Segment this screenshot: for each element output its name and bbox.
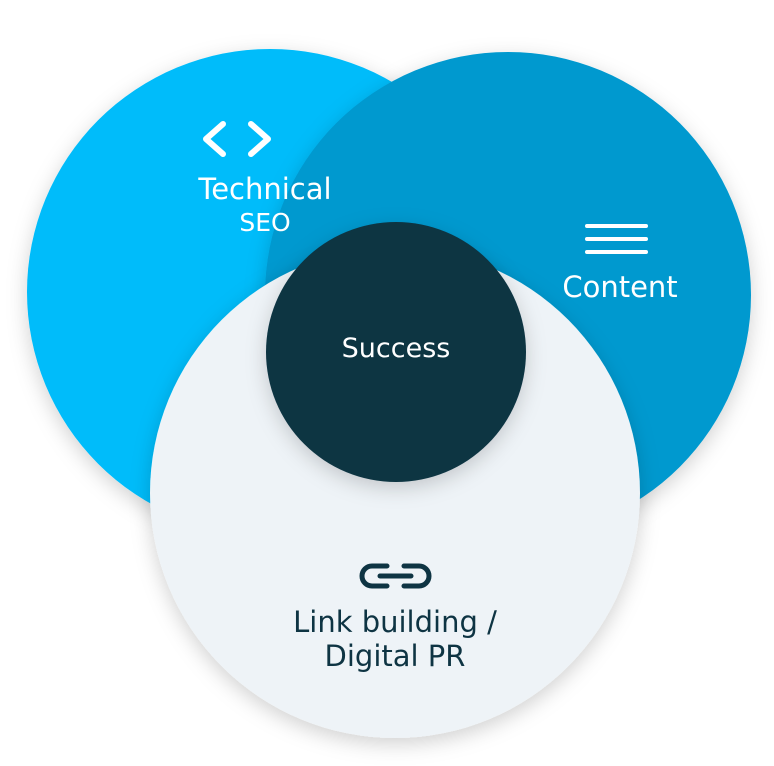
technical-seo-label-line2: SEO xyxy=(239,208,291,238)
success-label: Success xyxy=(341,333,451,364)
technical-seo-label-line1: Technical xyxy=(198,172,332,206)
link-building-label-line2: Digital PR xyxy=(324,639,466,674)
success-circle xyxy=(266,222,526,482)
chain-link-icon xyxy=(359,563,432,589)
content-label: Content xyxy=(562,270,678,304)
code-brackets-icon xyxy=(203,121,271,157)
link-building-label-line1: Link building / xyxy=(293,605,497,639)
technical-seo-label: Technical SEO xyxy=(110,172,420,238)
menu-lines-icon xyxy=(585,224,648,254)
link-building-label: Link building / Digital PR xyxy=(210,605,580,673)
